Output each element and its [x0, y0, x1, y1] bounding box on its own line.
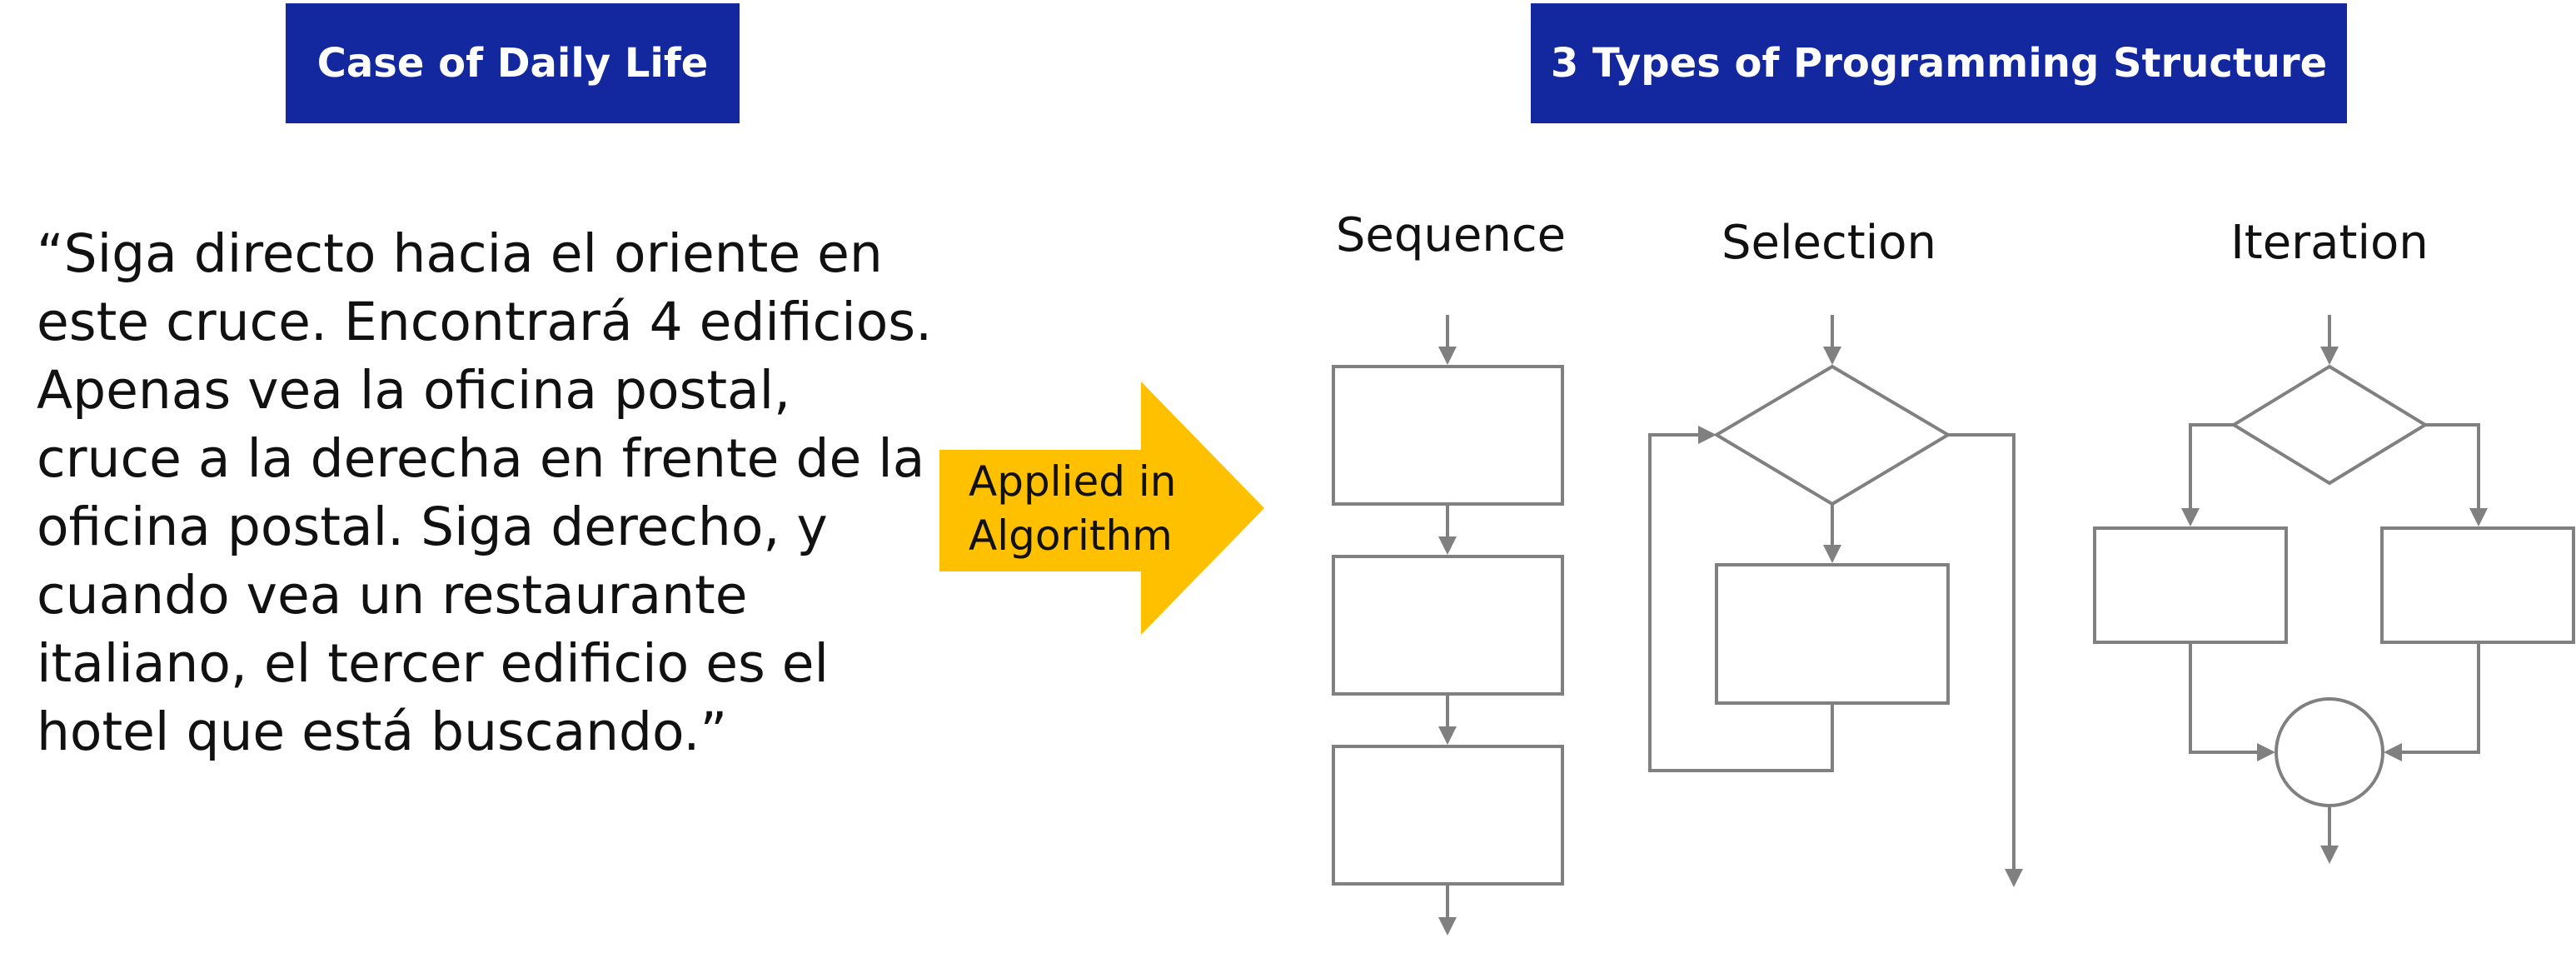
- programming-structure-header: 3 Types of Programming Structure: [1531, 3, 2347, 123]
- selection-false-arrowhead: [2005, 869, 2023, 887]
- iteration-right-branch-arrowhead: [2469, 508, 2488, 526]
- sequence-process-box-2: [1332, 555, 1564, 696]
- iteration-process-box-left: [2093, 526, 2288, 644]
- selection-entry-arrowhead: [1823, 347, 1841, 365]
- iteration-connector-circle: [2275, 697, 2384, 807]
- iteration-right-merge-line: [2400, 642, 2480, 754]
- iteration-left-branch-arrowhead: [2181, 508, 2200, 526]
- arrow-shape: [939, 382, 1264, 635]
- iteration-left-merge-line: [2189, 642, 2259, 754]
- selection-false-line: [1948, 433, 2015, 871]
- arrow-label-line1: Applied in: [969, 457, 1176, 506]
- iteration-entry-arrowhead: [2320, 347, 2339, 365]
- iteration-left-merge-arrowhead: [2257, 743, 2275, 761]
- sequence-entry-arrowhead: [1438, 347, 1457, 365]
- applied-in-algorithm-arrow: Applied in Algorithm: [939, 382, 1264, 635]
- sequence-title: Sequence: [1336, 208, 1566, 262]
- iteration-exit-arrowhead: [2320, 846, 2339, 864]
- iteration-process-box-right: [2380, 526, 2575, 644]
- sequence-link-arrowhead-1: [1438, 536, 1457, 555]
- sequence-link-arrowhead-2: [1438, 726, 1457, 745]
- iteration-right-branch-line: [2425, 423, 2480, 510]
- programming-structure-header-text: 3 Types of Programming Structure: [1550, 40, 2328, 87]
- iteration-flowchart: [2093, 315, 2575, 864]
- selection-true-arrowhead: [1823, 545, 1841, 563]
- case-of-daily-life-header-text: Case of Daily Life: [316, 40, 709, 87]
- selection-flowchart: [1648, 315, 2023, 887]
- selection-decision-diamond: [1713, 364, 1951, 506]
- selection-title: Selection: [1721, 216, 1936, 270]
- sequence-flowchart: [1332, 315, 1564, 936]
- iteration-title: Iteration: [2230, 216, 2429, 270]
- selection-loop-line: [1648, 433, 1834, 772]
- iteration-left-branch-line: [2189, 423, 2234, 510]
- daily-life-quote: “Siga directo hacia el oriente en este c…: [37, 223, 933, 762]
- case-of-daily-life-header: Case of Daily Life: [286, 3, 740, 123]
- sequence-process-box-1: [1332, 365, 1564, 506]
- iteration-right-merge-arrowhead: [2384, 743, 2402, 761]
- sequence-process-box-3: [1332, 745, 1564, 886]
- arrow-label-line2: Algorithm: [969, 511, 1173, 560]
- sequence-exit-arrowhead: [1438, 917, 1457, 936]
- selection-loop-arrowhead: [1698, 426, 1717, 444]
- iteration-decision-diamond: [2230, 364, 2429, 486]
- selection-process-box: [1715, 563, 1950, 705]
